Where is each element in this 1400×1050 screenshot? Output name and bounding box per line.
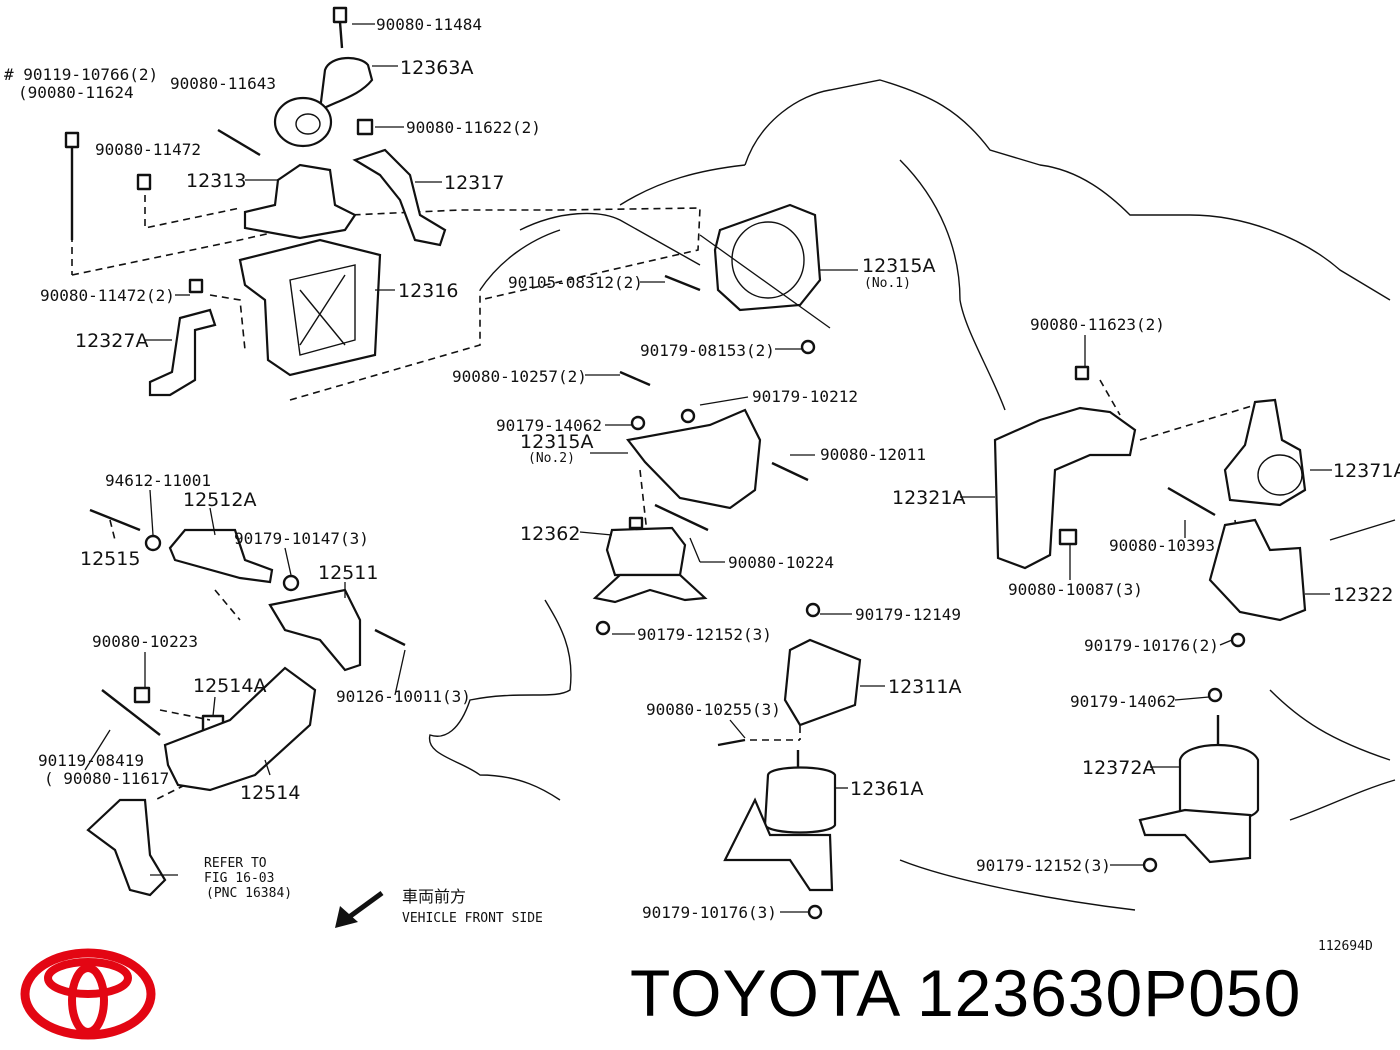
label-12371A: 12371A <box>1333 460 1400 482</box>
label-90080-11472-2: 90080-11472(2) <box>40 286 175 305</box>
label-90179-10176-2: 90179-10176(2) <box>1084 636 1219 655</box>
toyota-logo-icon <box>20 948 156 1040</box>
label-12514A: 12514A <box>193 675 266 697</box>
brand-title: TOYOTA 123630P050 <box>630 956 1302 1030</box>
label-90105-08312: 90105-08312(2) <box>508 273 643 292</box>
label-90080-12011: 90080-12011 <box>820 445 926 464</box>
label-90080-10393: 90080-10393 <box>1109 536 1215 555</box>
label-90080-11623: 90080-11623(2) <box>1030 315 1165 334</box>
label-12511: 12511 <box>318 562 378 584</box>
label-12315A-no1-sub: (No.1) <box>864 276 911 291</box>
label-90080-11472: 90080-11472 <box>95 140 201 159</box>
label-90179-14062-a: 90179-14062 <box>496 416 602 435</box>
label-90080-10224: 90080-10224 <box>728 553 834 572</box>
label-90179-10212: 90179-10212 <box>752 387 858 406</box>
label-90080-10087: 90080-10087(3) <box>1008 580 1143 599</box>
vehicle-front-jp: 車両前方 <box>402 887 466 906</box>
label-90080-11643: 90080-11643 <box>170 74 276 93</box>
vehicle-front-arrow-icon <box>335 890 384 928</box>
label-12315A-no2: 12315A <box>520 431 593 453</box>
part-labels: 90080-11484 12363A # 90119-10766(2) (900… <box>4 15 1400 954</box>
label-90080-11624: (90080-11624 <box>18 83 134 102</box>
label-90179-10147: 90179-10147(3) <box>234 529 369 548</box>
label-12317: 12317 <box>444 172 504 194</box>
label-12316: 12316 <box>398 280 458 302</box>
label-12362: 12362 <box>520 523 580 545</box>
label-90119-08419: 90119-08419 <box>38 751 144 770</box>
drawing-number: 112694D <box>1318 939 1373 954</box>
label-90080-11484: 90080-11484 <box>376 15 482 34</box>
label-94612-11001: 94612-11001 <box>105 471 211 490</box>
label-12315A-no1: 12315A <box>862 255 935 277</box>
label-90179-12149: 90179-12149 <box>855 605 961 624</box>
refer-to-line2: FIG 16-03 <box>204 871 274 886</box>
label-12361A: 12361A <box>850 778 923 800</box>
part-shapes <box>64 6 1307 920</box>
label-12512A: 12512A <box>183 489 256 511</box>
leader-lines <box>84 23 1332 913</box>
label-12327A: 12327A <box>75 330 148 352</box>
refer-to-line3: (PNC 16384) <box>206 886 292 901</box>
label-90126-10011: 90126-10011(3) <box>336 687 471 706</box>
label-90080-10223: 90080-10223 <box>92 632 198 651</box>
label-12363A: 12363A <box>400 57 473 79</box>
label-90119-10766: # 90119-10766(2) <box>4 65 158 84</box>
label-90080-11617: ( 90080-11617 <box>44 769 169 788</box>
label-90179-12152-a: 90179-12152(3) <box>637 625 772 644</box>
label-12322: 12322 <box>1333 584 1393 606</box>
label-12321A: 12321A <box>892 487 965 509</box>
label-12315A-no2-sub: (No.2) <box>528 451 575 466</box>
vehicle-front-en: VEHICLE FRONT SIDE <box>402 911 543 926</box>
label-12311A: 12311A <box>888 676 961 698</box>
label-12372A: 12372A <box>1082 757 1155 779</box>
refer-to-line1: REFER TO <box>204 856 267 871</box>
label-90179-14062-b: 90179-14062 <box>1070 692 1176 711</box>
label-90080-11622: 90080-11622(2) <box>406 118 541 137</box>
label-90179-10176-3: 90179-10176(3) <box>642 903 777 922</box>
label-90080-10257: 90080-10257(2) <box>452 367 587 386</box>
label-90179-08153: 90179-08153(2) <box>640 341 775 360</box>
label-90179-12152-b: 90179-12152(3) <box>976 856 1111 875</box>
label-90080-10255: 90080-10255(3) <box>646 700 781 719</box>
engine-outline <box>429 79 1396 911</box>
label-12313: 12313 <box>186 170 246 192</box>
label-12514: 12514 <box>240 782 300 804</box>
label-12515: 12515 <box>80 548 140 570</box>
